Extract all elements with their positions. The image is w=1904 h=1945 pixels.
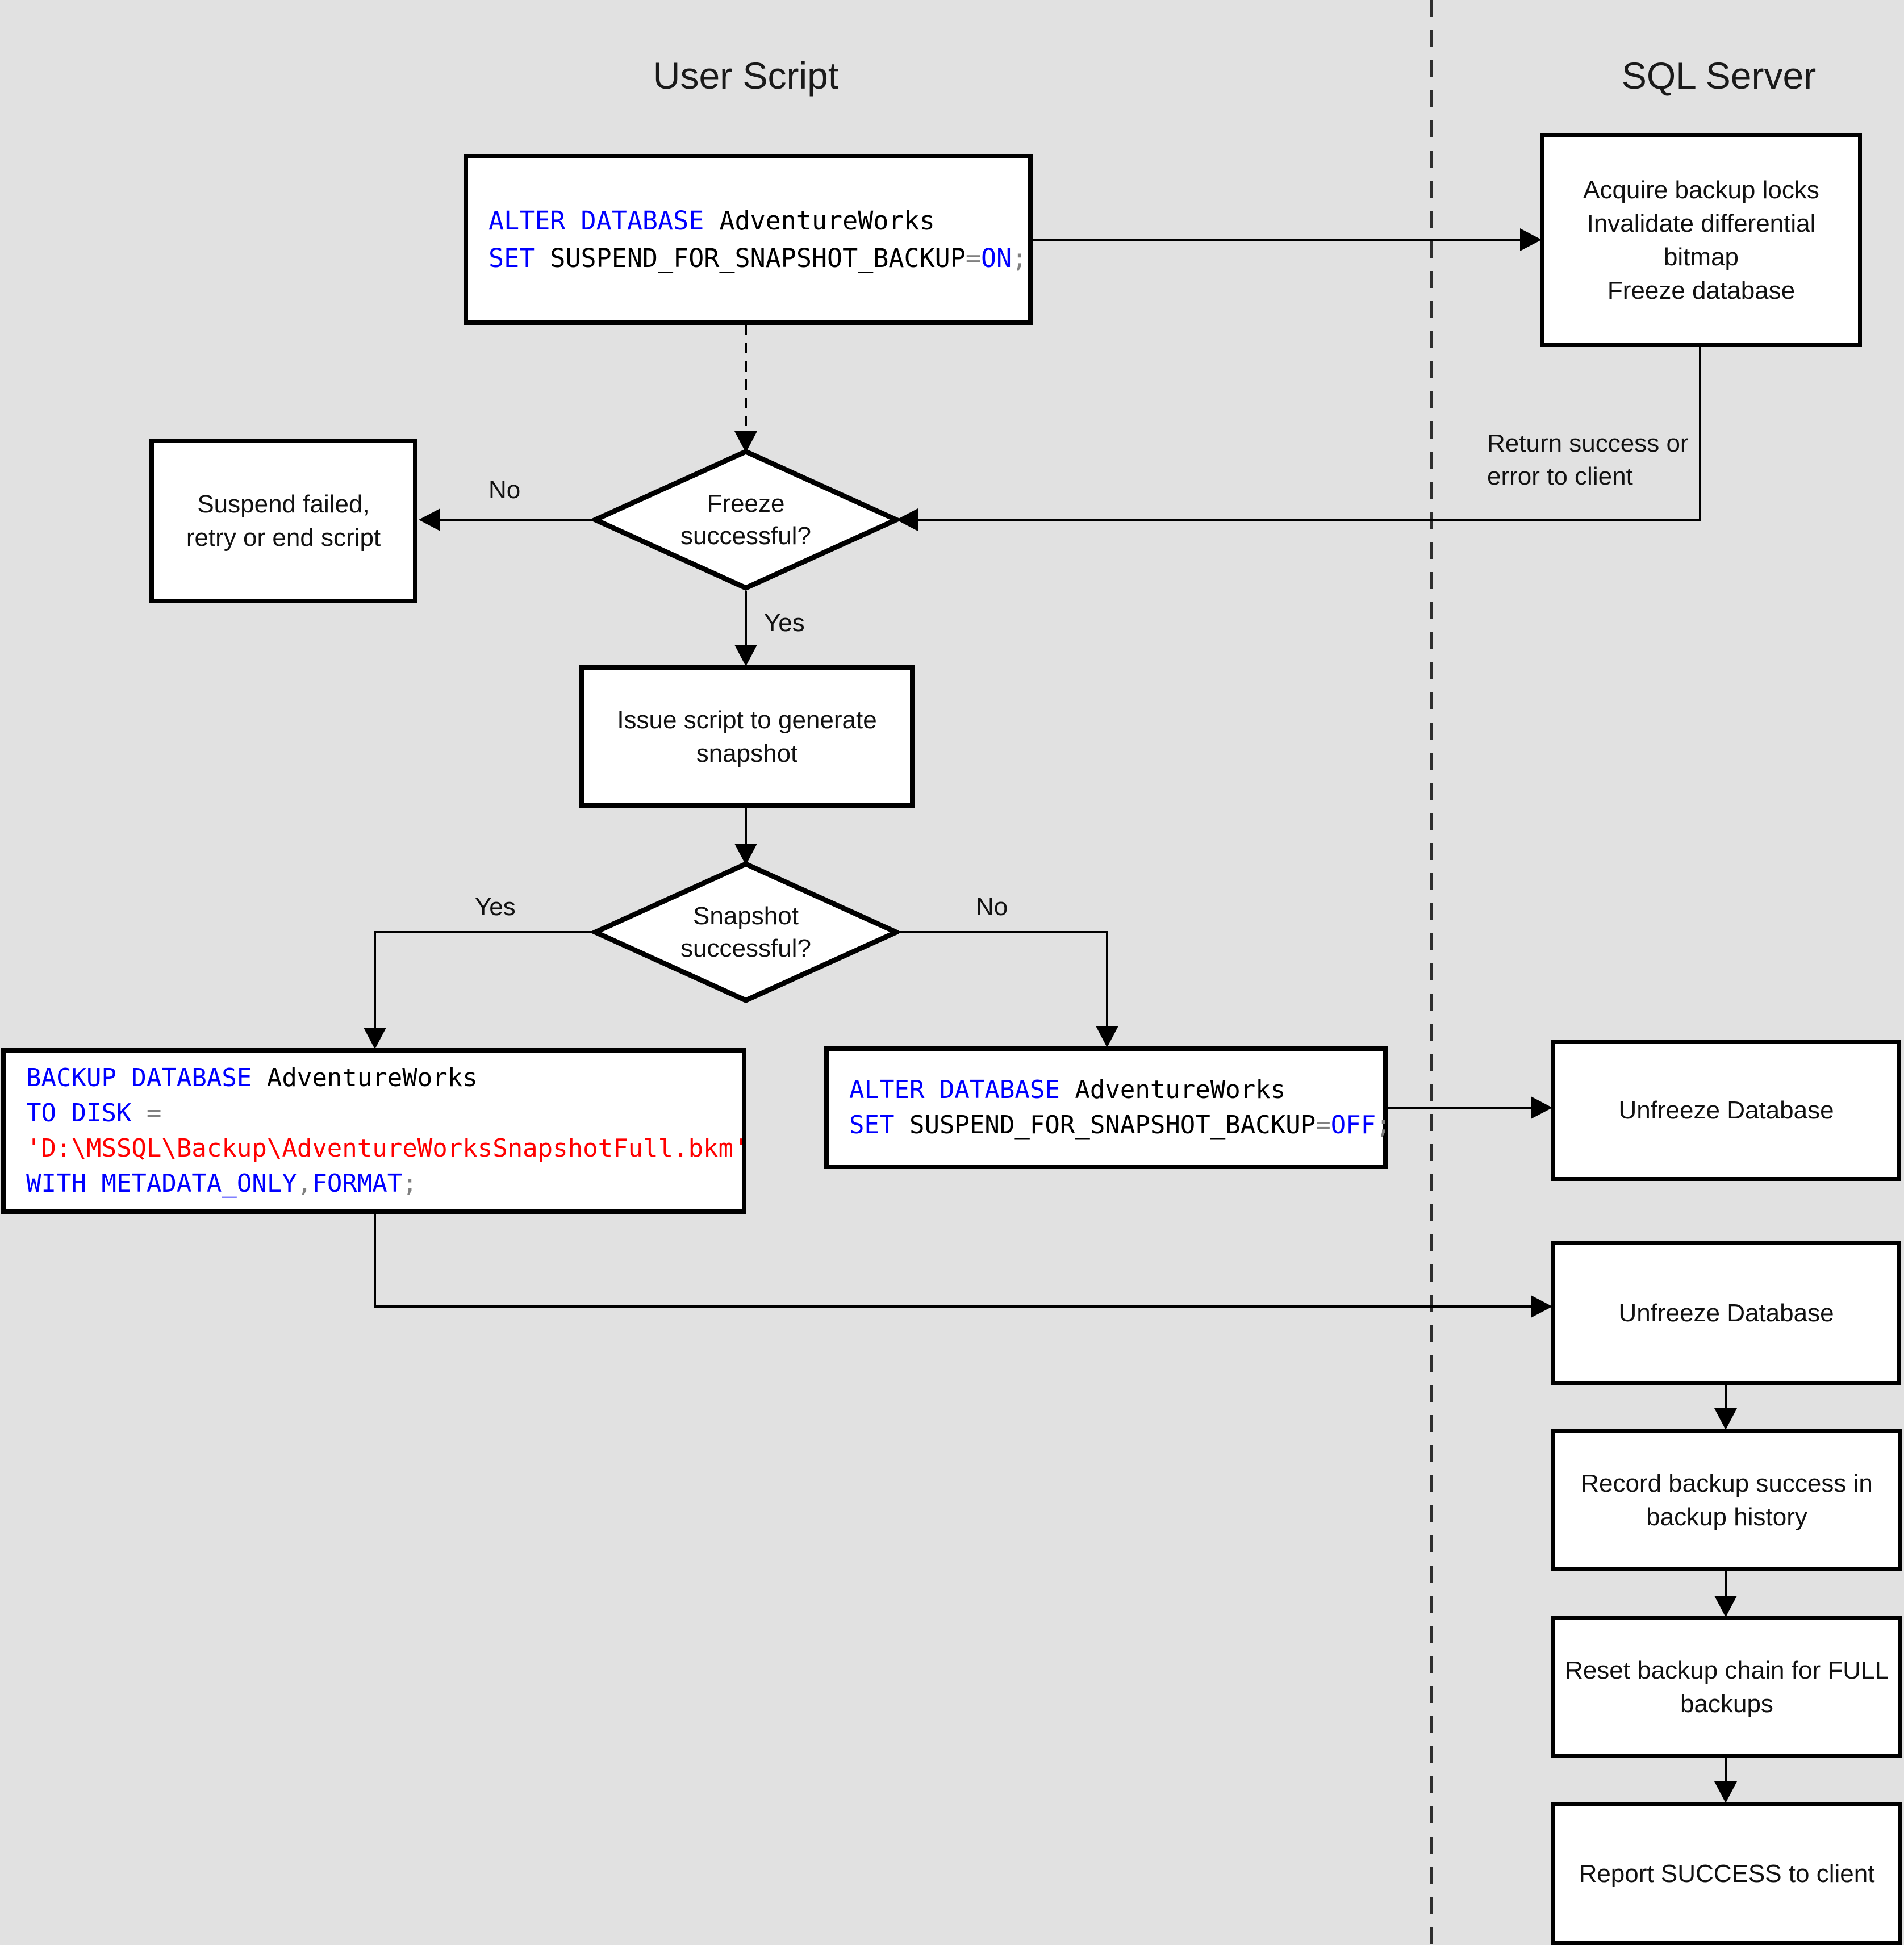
connector-return-vertical — [1699, 347, 1701, 520]
code-box-suspend-on: ALTER DATABASE AdventureWorks SET SUSPEN… — [464, 154, 1033, 325]
connector-freeze-no — [439, 519, 595, 521]
connector-record-reset — [1725, 1571, 1727, 1596]
decision-freeze-diamond — [592, 449, 899, 591]
code-line: SET SUSPEND_FOR_SNAPSHOT_BACKUP=OFF; — [849, 1111, 1391, 1140]
connector-backup-v — [374, 1214, 376, 1308]
process-box-acquire-locks: Acquire backup locks Invalidate differen… — [1540, 133, 1862, 347]
arrowhead-into-suspend-failed — [419, 508, 440, 531]
connector-backup-unfreeze2 — [374, 1305, 1531, 1308]
code-box-suspend-off: ALTER DATABASE AdventureWorks SET SUSPEN… — [824, 1046, 1391, 1169]
arrowhead-into-unfreeze2 — [1531, 1295, 1552, 1318]
edge-label-freeze-no: No — [488, 476, 521, 504]
arrowhead-into-unfreeze1 — [1531, 1096, 1552, 1119]
arrowhead-into-acquire — [1520, 228, 1542, 251]
connector-freeze-yes — [745, 591, 747, 645]
arrowhead-into-suspend-off-box — [1096, 1026, 1118, 1047]
process-box-reset-chain: Reset backup chain for FULL backups — [1551, 1616, 1902, 1758]
lane-title-user-script: User Script — [653, 55, 839, 97]
arrowhead-into-backup-box — [364, 1028, 386, 1049]
process-box-unfreeze-2: Unfreeze Database — [1551, 1241, 1901, 1385]
arrowhead-into-issue-script — [734, 645, 757, 666]
connector-reset-report — [1725, 1758, 1727, 1781]
connector-snapshot-no-v — [1106, 931, 1108, 1026]
arrowhead-into-reset — [1714, 1596, 1737, 1617]
arrowhead-into-report — [1714, 1781, 1737, 1803]
edge-label-freeze-yes: Yes — [764, 609, 805, 637]
connector-suspendon-acquire — [1033, 239, 1520, 241]
swimlane-divider — [1430, 0, 1433, 1945]
connector-snapshot-yes-v — [374, 931, 376, 1028]
code-line: WITH METADATA_ONLY,FORMAT; — [26, 1169, 417, 1198]
code-line: ALTER DATABASE AdventureWorks — [488, 205, 935, 236]
edge-label-snapshot-no: No — [976, 893, 1008, 921]
code-line: 'D:\MSSQL\Backup\AdventureWorksSnapshotF… — [26, 1134, 749, 1163]
process-box-record-history: Record backup success in backup history — [1551, 1429, 1902, 1571]
arrowhead-into-record — [1714, 1408, 1737, 1430]
process-box-report-success: Report SUCCESS to client — [1551, 1802, 1902, 1945]
code-line: ALTER DATABASE AdventureWorks — [849, 1075, 1286, 1104]
code-line: TO DISK = — [26, 1099, 162, 1128]
connector-suspendon-freeze — [745, 325, 747, 431]
decision-freeze-text: Freeze successful? — [680, 490, 811, 550]
code-line: BACKUP DATABASE AdventureWorks — [26, 1063, 478, 1092]
edge-label-snapshot-yes: Yes — [475, 893, 516, 921]
connector-snapshot-no-h — [896, 931, 1108, 933]
connector-snapshot-yes-h — [375, 931, 595, 933]
code-box-backup: BACKUP DATABASE AdventureWorks TO DISK =… — [1, 1048, 749, 1214]
arrowhead-into-freeze-right — [896, 508, 918, 531]
process-box-unfreeze-1: Unfreeze Database — [1551, 1040, 1901, 1181]
connector-return-horizontal — [917, 519, 1701, 521]
lane-title-sql-server: SQL Server — [1621, 55, 1817, 97]
decision-snapshot-diamond — [592, 861, 899, 1003]
code-line: SET SUSPEND_FOR_SNAPSHOT_BACKUP=ON; — [488, 243, 1028, 273]
decision-snapshot-text: Snapshot successful? — [680, 902, 811, 962]
connector-issue-snapshot — [745, 808, 747, 844]
connector-unfreeze2-record — [1725, 1385, 1727, 1408]
return-note: Return success or error to client — [1487, 429, 1689, 490]
process-box-suspend-failed: Suspend failed, retry or end script — [149, 439, 417, 603]
connector-suspendoff-unfreeze1 — [1388, 1107, 1531, 1109]
process-box-issue-script: Issue script to generate snapshot — [579, 665, 915, 808]
